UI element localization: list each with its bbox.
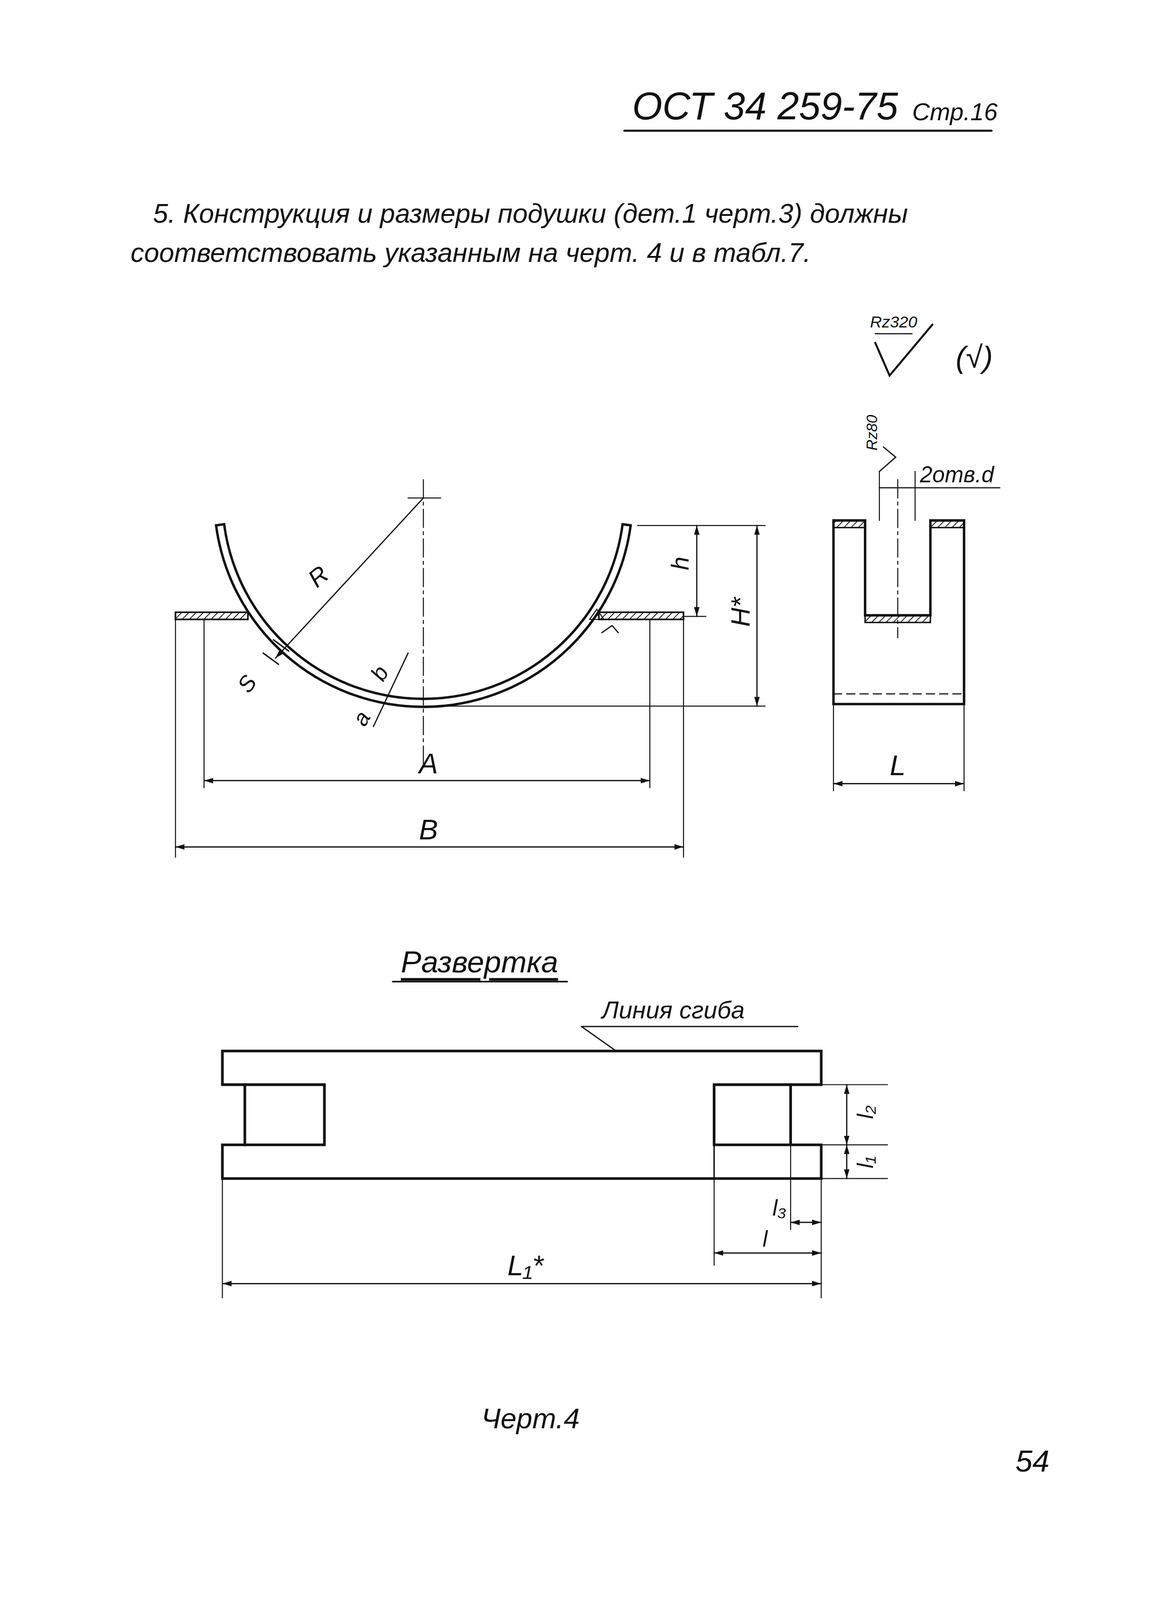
slot-edge [243,1084,247,1145]
centerline [897,479,899,638]
dimension-line [833,782,965,785]
leader-line [879,487,1000,489]
thickness-tick [263,653,279,665]
radius-line [275,497,424,659]
dimension-line [846,1144,848,1179]
extension-line [821,1177,888,1179]
dimension-label: l₁ [853,1155,877,1169]
dimension-label: R [303,561,333,592]
page-number: Стр.16 [912,100,998,125]
dimension-line [175,846,684,848]
dimension-label: l [762,1227,768,1250]
extension-line [878,471,880,521]
extension-line [203,619,205,788]
extension-line [790,1144,792,1230]
centerline [423,479,424,766]
dimension-line [756,525,758,707]
slot-edge [789,1084,792,1145]
title-underline [392,980,567,983]
extension-line [683,615,706,617]
side-plate [833,520,865,528]
hole-note: 2отв.d [919,463,995,486]
weld-mark [589,609,604,620]
extension-line [713,1178,715,1266]
extension-line [821,1144,888,1146]
side-plate [930,520,965,528]
base-plate [598,612,684,620]
dimension-label: H* [727,597,754,628]
flat-pattern [222,1051,822,1179]
dimension-label: l₃ [772,1196,787,1220]
roughness-value: Rz320 [870,314,918,331]
view-title: Развертка [400,946,558,978]
extension-line [914,471,916,521]
dimension-label: A [418,748,439,778]
dimension-line [790,1221,822,1224]
roughness-symbol [875,324,933,376]
dimension-line [222,1282,822,1285]
requirement-note: 5. Конструкция и размеры подушки (дет.1 … [130,194,1029,273]
dimension-line [696,525,698,617]
roughness-value: Rz80 [864,414,881,451]
dimension-line [204,780,650,782]
base-plate [175,612,248,620]
extension-line [963,704,965,791]
extension-line [174,619,176,858]
sheet-number: 54 [1015,1445,1050,1476]
weld-mark [602,625,619,633]
extension-line [832,704,834,791]
dimension-label: B [418,815,439,844]
extension-line [820,1178,822,1298]
bend-line [713,1084,715,1179]
side-view-outline [833,520,965,705]
extension-line [683,619,685,858]
dimension-line [714,1252,822,1254]
dimension-label: S [233,670,261,696]
dimension-label: b [366,662,393,685]
header-underline [624,129,992,132]
extension-line [649,619,651,788]
hidden-line [833,693,965,695]
section-line [373,653,409,727]
dimension-label: h [668,556,693,571]
thickness-tick [273,639,289,652]
figure-caption: Черт.4 [481,1403,580,1433]
dimension-label: L [889,750,906,780]
dimension-label: L₁* [507,1250,544,1280]
extension-line [428,705,766,707]
dimension-label: a [348,707,374,730]
dimension-line [846,1084,848,1145]
centerline [408,497,441,499]
extension-line [637,525,766,526]
roughness-bar [875,332,913,335]
standard-number: ОСТ 34 259-75 [632,86,899,126]
roughness-symbol-note: (√) [955,341,994,373]
extension-line [821,1083,888,1085]
note-underline [581,1025,798,1027]
extension-line [221,1178,223,1298]
dimension-label: l₂ [853,1105,877,1119]
bend-line-note: Линия сгиба [602,997,745,1023]
roughness-symbol [879,446,896,472]
